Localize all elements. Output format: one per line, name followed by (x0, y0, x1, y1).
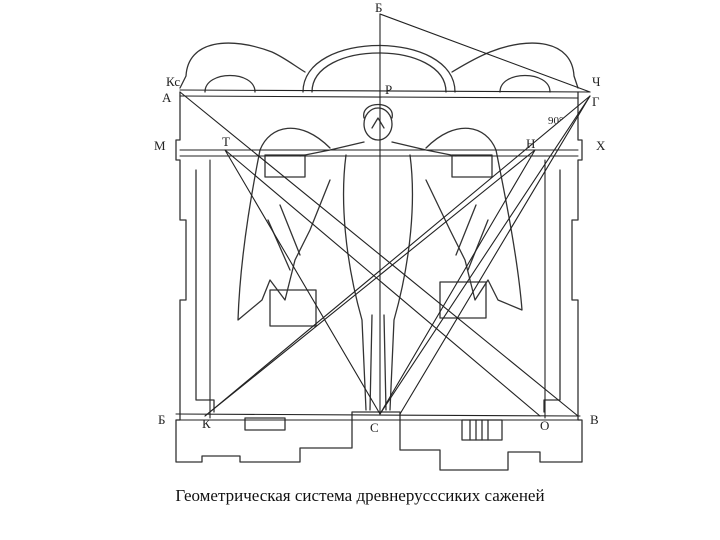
inner-plan (195, 169, 561, 413)
label-s: С (370, 420, 379, 435)
right-arch (499, 74, 551, 93)
label-ch: Ч (592, 74, 601, 89)
right-pier (439, 281, 487, 319)
right-window (451, 154, 493, 178)
point-labels: Б Кс А Р Ч Г 90° М Т Н Х Б К С О В (154, 0, 606, 435)
label-a: А (162, 90, 172, 105)
angel-figure (237, 104, 523, 411)
geometric-diagram: Б Кс А Р Ч Г 90° М Т Н Х Б К С О В (154, 0, 606, 471)
label-x: Х (596, 138, 606, 153)
label-v: В (590, 412, 599, 427)
label-k: К (202, 416, 211, 431)
label-b-left: Б (158, 412, 165, 427)
caption: Геометрическая система древнерусссиких с… (175, 486, 545, 505)
label-angle: 90° (548, 115, 563, 127)
label-ks: Кс (166, 74, 180, 89)
bottom-step (244, 417, 286, 431)
left-pier (269, 289, 317, 327)
label-n: Н (526, 136, 535, 151)
label-o: О (540, 418, 549, 433)
plan-outline (175, 91, 583, 471)
central-arch (302, 45, 456, 93)
label-r: Р (385, 82, 392, 97)
left-arch (204, 74, 256, 93)
label-t: Т (222, 134, 230, 149)
label-m: М (154, 138, 166, 153)
label-top-b: Б (375, 0, 382, 15)
label-g: Г (592, 94, 600, 109)
outer-wall (179, 42, 579, 89)
bottom-hatch (469, 419, 489, 441)
construction-lines (175, 13, 591, 421)
